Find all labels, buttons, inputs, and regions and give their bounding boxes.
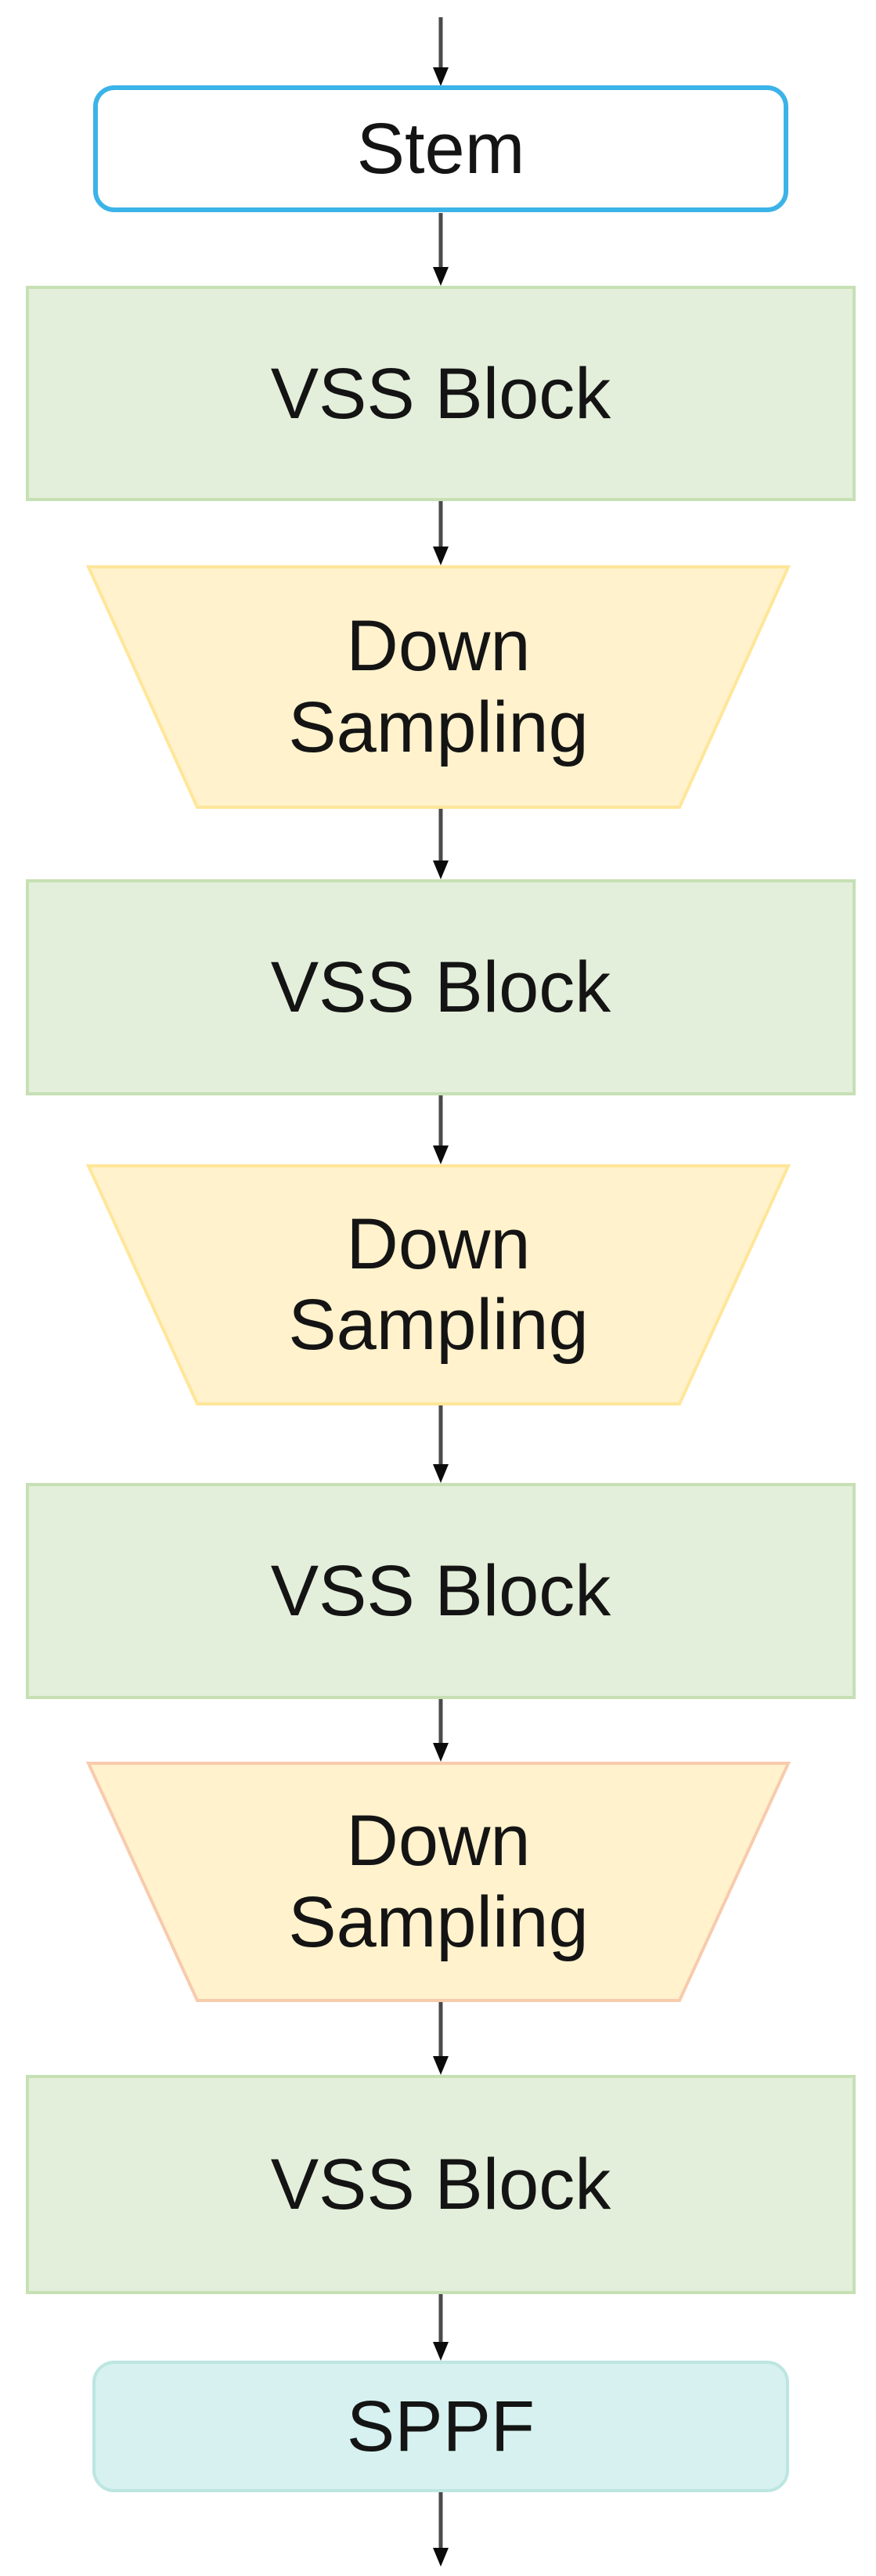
arrow-down-icon <box>433 501 449 565</box>
node-vss-block-1: VSS Block <box>26 286 856 501</box>
arrow-down-icon <box>433 1405 449 1483</box>
arrow-down-icon <box>433 2294 449 2361</box>
trapezoid-shape <box>86 1164 791 1405</box>
rect-shape <box>26 1483 856 1699</box>
rounded-rect-shape <box>93 85 788 212</box>
rounded-rect-shape <box>92 2361 789 2492</box>
trapezoid-shape <box>86 1762 791 2002</box>
rect-shape <box>26 879 856 1095</box>
node-stem: Stem <box>92 85 789 213</box>
node-down-sampling-2: Down Sampling <box>86 1164 791 1405</box>
node-sppf: SPPF <box>92 2361 789 2492</box>
arrow-down-icon <box>433 17 449 86</box>
node-vss-block-2: VSS Block <box>26 879 856 1095</box>
node-vss-block-4: VSS Block <box>26 2075 856 2294</box>
rect-shape <box>26 2075 856 2294</box>
arrow-down-icon <box>433 1699 449 1762</box>
node-vss-block-3: VSS Block <box>26 1483 856 1699</box>
arrow-down-icon <box>433 213 449 286</box>
trapezoid-shape <box>86 565 791 809</box>
arrow-down-icon <box>433 2002 449 2075</box>
arrow-down-icon <box>433 809 449 879</box>
arrow-down-icon <box>433 1095 449 1164</box>
node-down-sampling-3: Down Sampling <box>86 1762 791 2002</box>
rect-shape <box>26 286 856 501</box>
node-down-sampling-1: Down Sampling <box>86 565 791 809</box>
arrow-down-icon <box>433 2492 449 2567</box>
